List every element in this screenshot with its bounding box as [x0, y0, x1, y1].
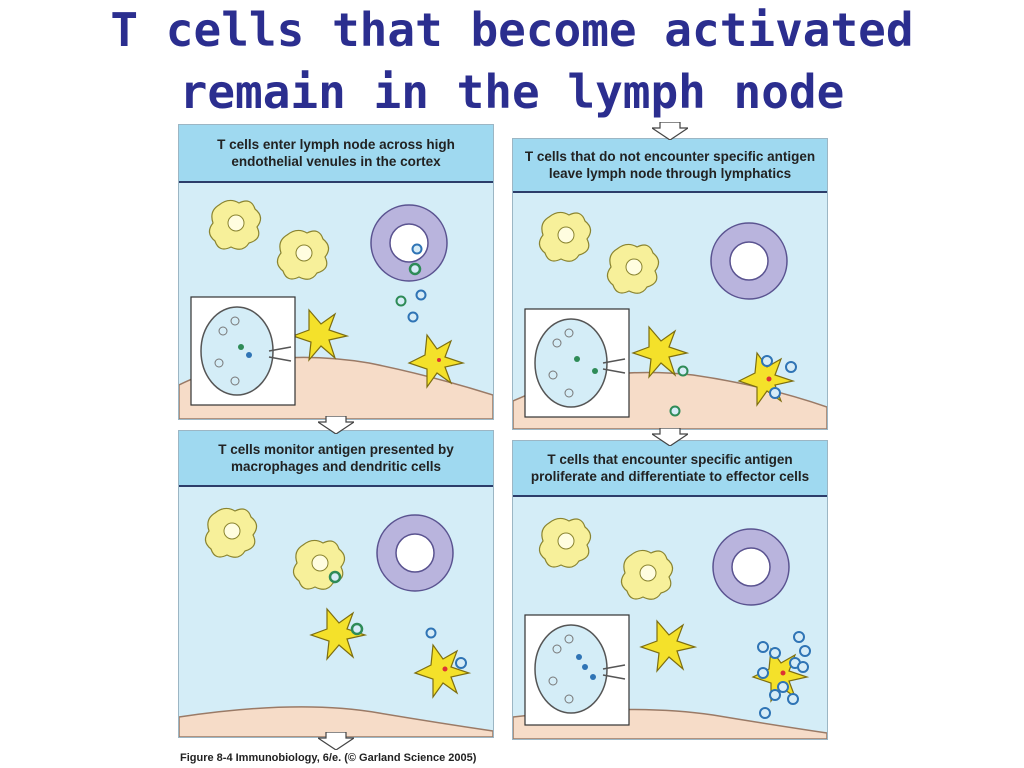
high-endothelial-venule — [376, 514, 454, 592]
macrophage-cell — [276, 229, 330, 280]
tissue-mound — [179, 706, 493, 737]
high-endothelial-venule — [710, 222, 788, 300]
t-cell — [411, 243, 423, 255]
panel-monitor-antigen: T cells monitor antigen presented by mac… — [178, 430, 494, 738]
dendritic-cell — [407, 333, 466, 389]
t-cell — [669, 405, 681, 417]
panel-illustration — [179, 199, 493, 419]
t-cell — [415, 289, 427, 301]
t-cell — [425, 627, 437, 639]
macrophage-cell — [538, 517, 592, 568]
lymph-node-inset — [524, 308, 630, 418]
figure-caption: Figure 8-4 Immunobiology, 6/e. (© Garlan… — [180, 752, 477, 764]
panel-header: T cells that do not encounter specific a… — [513, 139, 827, 193]
t-cell — [408, 262, 422, 276]
t-cell — [769, 387, 781, 399]
t-cell — [761, 355, 773, 367]
dendritic-cell — [291, 308, 350, 362]
dendritic-cell — [309, 607, 368, 661]
panel-header: T cells monitor antigen presented by mac… — [179, 431, 493, 487]
dendritic-cell — [737, 351, 796, 407]
lymph-node-inset — [190, 296, 296, 406]
panel-illustration — [179, 507, 493, 737]
t-cell — [785, 361, 797, 373]
panel-header: T cells enter lymph node across high end… — [179, 125, 493, 183]
down-arrow-icon — [318, 732, 354, 750]
macrophage-cell — [620, 549, 674, 600]
t-cell — [395, 295, 407, 307]
t-cell — [677, 365, 689, 377]
macrophage-cell — [204, 507, 258, 558]
lymph-node-inset — [524, 614, 630, 726]
t-cell — [455, 657, 467, 669]
slide-title-line-2: remain in the lymph node — [179, 65, 845, 119]
panel-illustration — [513, 211, 827, 429]
t-cell — [407, 311, 419, 323]
macrophage-cell — [208, 199, 262, 250]
panel-enter-lymph-node: T cells enter lymph node across high end… — [178, 124, 494, 420]
panel-illustration — [513, 517, 827, 739]
dendritic-cell — [631, 325, 690, 379]
macrophage-cell — [606, 243, 660, 294]
down-arrow-icon — [652, 428, 688, 446]
t-cell — [328, 570, 342, 584]
panel-leave-lymph-node: T cells that do not encounter specific a… — [512, 138, 828, 430]
down-arrow-icon — [318, 416, 354, 434]
down-arrow-icon — [652, 122, 688, 140]
dendritic-cell — [413, 643, 472, 699]
panel-proliferate-differentiate: T cells that encounter specific antigen … — [512, 440, 828, 740]
effector-t-cell-cluster — [757, 631, 811, 719]
t-cell — [350, 622, 364, 636]
panel-header: T cells that encounter specific antigen … — [513, 441, 827, 497]
macrophage-cell — [538, 211, 592, 262]
high-endothelial-venule — [712, 528, 790, 606]
slide-title-line-1: T cells that become activated — [110, 3, 914, 57]
dendritic-cell — [639, 619, 698, 673]
